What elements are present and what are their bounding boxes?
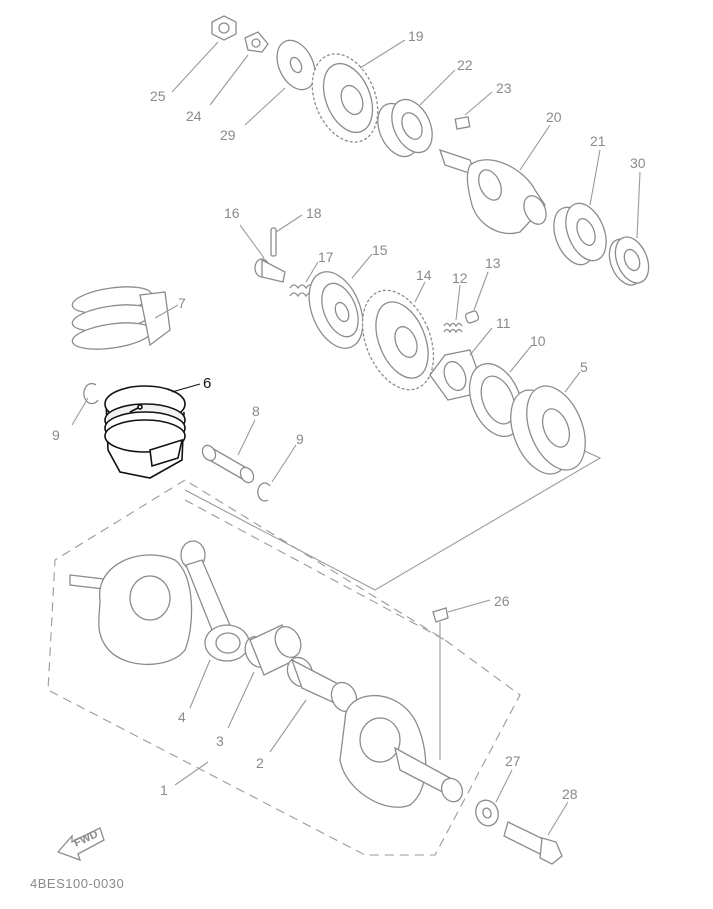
callout-25[interactable]: 25 — [150, 88, 166, 104]
part-2-crank-pin[interactable] — [283, 653, 361, 715]
part-11-damper[interactable] — [429, 349, 479, 401]
part-10-plate[interactable] — [460, 356, 533, 444]
fwd-arrow-icon: FWD — [56, 827, 105, 862]
part-13-pin[interactable] — [464, 310, 480, 324]
part-16-bolt[interactable] — [254, 258, 286, 283]
callout-21[interactable]: 21 — [590, 133, 606, 149]
part-12-spring[interactable] — [443, 322, 463, 334]
part-28-bolt[interactable] — [503, 821, 563, 865]
callout-17[interactable]: 17 — [318, 249, 334, 265]
part-15-plate[interactable] — [299, 264, 373, 356]
callout-8[interactable]: 8 — [252, 403, 260, 419]
callout-16[interactable]: 16 — [224, 205, 240, 221]
part-23-key[interactable] — [454, 116, 471, 130]
callout-20[interactable]: 20 — [546, 109, 562, 125]
part-29-washer[interactable] — [270, 34, 323, 95]
callout-5[interactable]: 5 — [580, 359, 588, 375]
callout-14[interactable]: 14 — [416, 267, 432, 283]
callout-24[interactable]: 24 — [186, 108, 202, 124]
callout-19[interactable]: 19 — [408, 28, 424, 44]
callout-6[interactable]: 6 — [203, 375, 211, 392]
callout-13[interactable]: 13 — [485, 255, 501, 271]
diagram-code: 4BES100-0030 — [30, 876, 124, 891]
crank-web-left — [69, 554, 193, 666]
callout-30[interactable]: 30 — [630, 155, 646, 171]
part-18-pin[interactable] — [270, 227, 277, 257]
part-25-nut[interactable] — [211, 15, 237, 41]
callout-3[interactable]: 3 — [216, 733, 224, 749]
part-22-bearing[interactable] — [370, 93, 440, 163]
part-3-needle-bearing[interactable] — [240, 622, 305, 676]
part-14-gear[interactable] — [349, 280, 447, 400]
callout-4[interactable]: 4 — [178, 709, 186, 725]
callout-15[interactable]: 15 — [372, 242, 388, 258]
callout-2[interactable]: 2 — [256, 755, 264, 771]
crank-assembly-outline — [47, 479, 521, 856]
callout-18[interactable]: 18 — [306, 205, 322, 221]
part-21-bearing[interactable] — [546, 197, 614, 270]
part-30-bearing[interactable] — [603, 232, 655, 290]
part-9-circlip-right[interactable] — [257, 482, 271, 502]
callout-10[interactable]: 10 — [530, 333, 546, 349]
part-19-gear[interactable] — [300, 44, 390, 152]
callout-9-left[interactable]: 9 — [52, 427, 60, 443]
part-20-balancer-shaft[interactable] — [438, 148, 550, 234]
callout-9-right[interactable]: 9 — [296, 431, 304, 447]
callout-12[interactable]: 12 — [452, 270, 468, 286]
part-7-piston-rings[interactable] — [71, 283, 171, 354]
callout-27[interactable]: 27 — [505, 753, 521, 769]
part-8-piston-pin[interactable] — [200, 443, 256, 485]
part-24-lock-washer[interactable] — [244, 31, 269, 53]
crank-web-right — [339, 695, 464, 808]
callout-28[interactable]: 28 — [562, 786, 578, 802]
callout-29[interactable]: 29 — [220, 127, 236, 143]
crank-assembly-outline-inner — [184, 499, 446, 641]
part-26-key[interactable] — [432, 607, 449, 623]
part-6-piston[interactable] — [104, 385, 186, 479]
callout-23[interactable]: 23 — [496, 80, 512, 96]
part-27-washer[interactable] — [472, 797, 502, 829]
callout-1[interactable]: 1 — [160, 782, 168, 798]
callout-7[interactable]: 7 — [178, 295, 186, 311]
callout-26[interactable]: 26 — [494, 593, 510, 609]
callout-22[interactable]: 22 — [457, 57, 473, 73]
callout-11[interactable]: 11 — [496, 315, 511, 331]
part-5-bearing[interactable] — [499, 377, 596, 482]
